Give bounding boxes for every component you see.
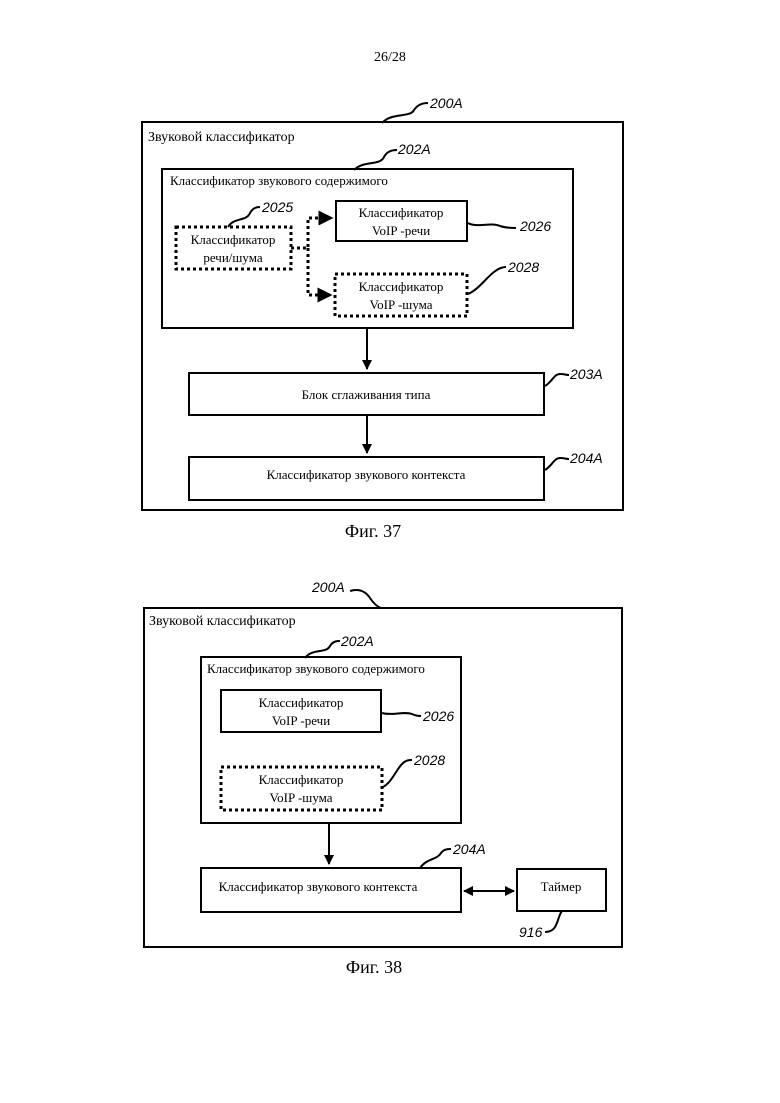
figure-37: Звуковой классификатор 200A Классификато… <box>142 95 623 541</box>
context-classifier-label-38: Классификатор звукового контекста <box>219 879 418 894</box>
ref-203a: 203A <box>569 366 603 382</box>
ref-204a: 204A <box>569 450 603 466</box>
ref-2028-38: 2028 <box>413 752 445 768</box>
voip-noise-line2: VoIP -шума <box>369 297 432 312</box>
ref-2025: 2025 <box>261 199 293 215</box>
voip-speech-line1: Классификатор <box>359 205 444 220</box>
ref-leader-200a-38 <box>350 590 381 608</box>
content-classifier-label: Классификатор звукового содержимого <box>170 173 388 188</box>
ref-leader-200a <box>382 103 428 123</box>
voip-speech-line2-38: VoIP -речи <box>272 713 330 728</box>
ref-204a-38: 204A <box>452 841 486 857</box>
ref-916: 916 <box>519 924 543 940</box>
figure-37-caption: Фиг. 37 <box>345 521 401 541</box>
voip-noise-line1-38: Классификатор <box>259 772 344 787</box>
voip-speech-line1-38: Классификатор <box>259 695 344 710</box>
ref-200a-38: 200A <box>311 579 345 595</box>
voip-noise-line1: Классификатор <box>359 279 444 294</box>
voip-speech-line2: VoIP -речи <box>372 223 430 238</box>
ref-202a: 202A <box>397 141 431 157</box>
timer-label: Таймер <box>541 879 582 894</box>
voip-noise-line2-38: VoIP -шума <box>269 790 332 805</box>
figure-38: Звуковой классификатор 200A Классификато… <box>144 579 622 977</box>
page-number: 26/28 <box>374 50 406 65</box>
sound-classifier-label: Звуковой классификатор <box>148 130 295 145</box>
content-classifier-label-38: Классификатор звукового содержимого <box>207 661 425 676</box>
speech-noise-line2: речи/шума <box>203 250 263 265</box>
sound-classifier-label-38: Звуковой классификатор <box>149 614 296 629</box>
ref-2026-38: 2026 <box>422 708 454 724</box>
speech-noise-line1: Классификатор <box>191 232 276 247</box>
context-classifier-label: Классификатор звукового контекста <box>267 467 466 482</box>
figure-38-caption: Фиг. 38 <box>346 957 402 977</box>
ref-200a: 200A <box>429 95 463 111</box>
ref-2026: 2026 <box>519 218 551 234</box>
ref-202a-38: 202A <box>340 633 374 649</box>
ref-2028: 2028 <box>507 259 539 275</box>
type-smoothing-label: Блок сглаживания типа <box>302 387 431 402</box>
